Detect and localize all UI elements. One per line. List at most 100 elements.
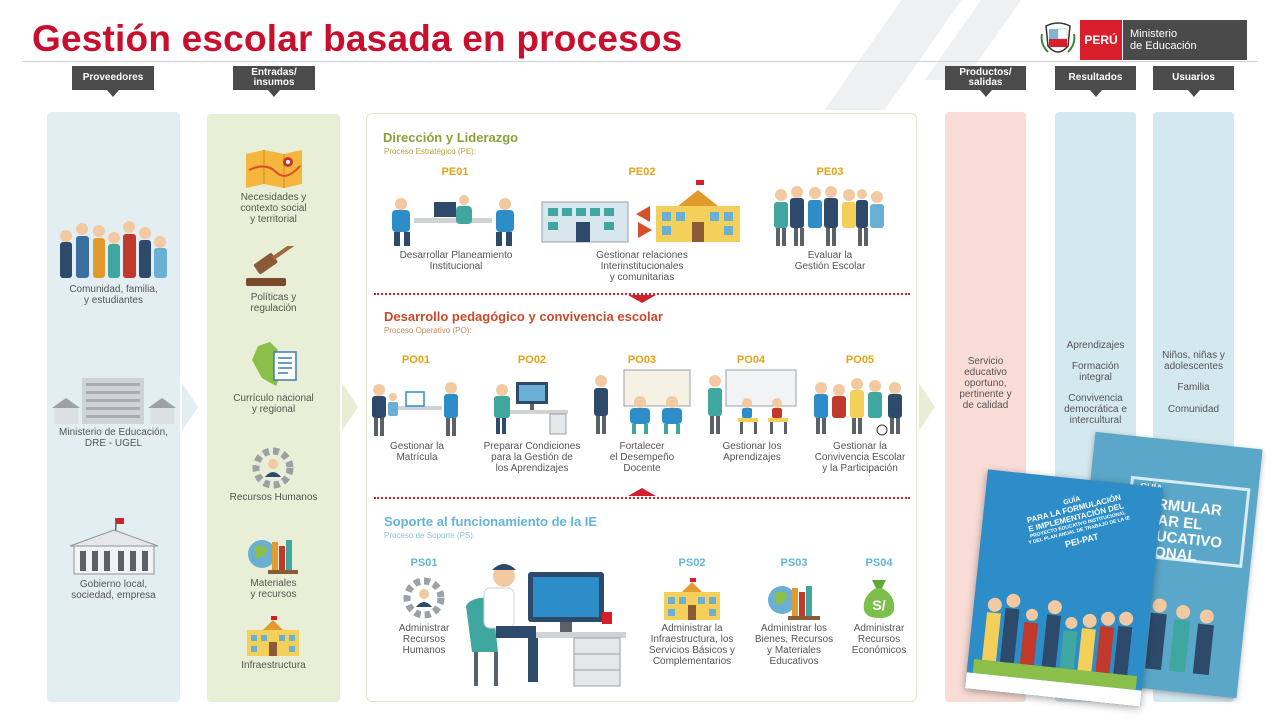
resultado-line: democrática e [1064,404,1127,415]
resultado-label: Aprendizajes [1066,340,1125,351]
process-line: Complementarios [652,656,732,667]
header-entradas-line: Entradas/ [251,67,297,78]
institutions-exchange-icon [538,180,746,246]
process-line: y Materiales [767,645,821,656]
proveedor-line: DRE - UGEL [84,438,143,449]
process-code: PS02 [678,557,706,569]
process-label: Gestionar relaciones Interinstitucionale… [565,250,719,283]
entradas-column [207,114,340,702]
process-line: Docente [623,463,661,474]
process-line: el Desempeño [609,452,675,463]
process-line: Gestionar la [390,441,444,452]
computer-desk-icon [490,374,574,436]
usuario-label: Comunidad [1167,404,1220,415]
proveedor-label: Gobierno local, sociedad, empresa [50,579,177,601]
process-line: los Aprendizajes [495,463,569,474]
school-building-icon [662,578,722,620]
process-code: PO03 [627,354,657,366]
registration-desk-icon [366,372,466,436]
proveedor-line: sociedad, empresa [71,590,156,601]
proveedor-line: Comunidad, familia, [69,284,158,295]
process-label: Administrar Recursos Humanos [384,623,464,656]
producto-line: oportuno, [964,378,1007,389]
students-playing-icon [810,372,910,436]
guia-brochure-front: GUÍA PARA LA FORMULACIÓN E IMPLEMENTACIÓ… [964,469,1164,707]
process-label: Administrar la Infraestructura, los Serv… [638,623,746,667]
entrada-label: Recursos Humanos [229,492,318,503]
process-line: Recursos [402,634,446,645]
money-bag-icon: S/ [860,576,898,620]
section-subtitle-estrategico: Proceso Estratégico (PE): [384,147,477,156]
resultado-line: integral [1079,372,1112,383]
entrada-line: Necesidades y [240,192,307,203]
process-line: para la Gestión de [491,452,573,463]
entrada-label: Infraestructura [241,660,306,671]
process-line: y comunitarias [609,272,675,283]
resultado-label: Convivencia democrática e intercultural [1056,393,1135,426]
process-line: Bienes, Recursos [754,634,834,645]
process-line: Servicios Básicos y [648,645,736,656]
proveedor-line: y estudiantes [84,295,143,306]
process-line: Administrar los [760,623,828,634]
process-code: PO05 [845,354,875,366]
flow-chevron [342,383,358,431]
process-line: Gestionar la [833,441,887,452]
process-line: Matrícula [396,452,438,463]
process-code: PO02 [517,354,547,366]
section-subtitle-soporte: Proceso de Soporte (PS): [384,531,476,540]
process-code: PE03 [816,166,844,178]
process-line: Fortalecer [619,441,665,452]
producto-line: de calidad [962,400,1009,411]
entrada-label: Necesidades y contexto social y territor… [210,192,337,225]
teachers-group-icon [770,182,888,246]
process-line: Convivencia Escolar [814,452,906,463]
section-subtitle-operativo: Proceso Operativo (PO): [384,326,472,335]
header-entradas-line: insumos [253,77,295,88]
process-line: Educativos [769,656,819,667]
government-building-icon [66,518,162,576]
proveedor-line: Ministerio de Educación, [59,427,168,438]
office-worker-computer-icon [462,556,628,688]
process-label: Preparar Condiciones para la Gestión de … [470,441,594,474]
process-line: Aprendizajes [723,452,781,463]
section-divider [374,497,910,499]
section-title-operativo: Desarrollo pedagógico y convivencia esco… [384,309,663,324]
process-line: Económicos [851,645,907,656]
header-proveedores: Proveedores [72,66,154,97]
process-line: Administrar la [661,623,723,634]
process-code: PS01 [410,557,438,569]
brochure-title-block: GUÍA PARA LA FORMULACIÓN E IMPLEMENTACIÓ… [1009,482,1145,561]
process-line: Preparar Condiciones [483,441,581,452]
section-divider [374,293,910,295]
entrada-line: contexto social [240,203,307,214]
entrada-line: y territorial [250,214,297,225]
entrada-line: regulación [250,303,297,314]
community-people-icon [56,214,172,280]
flow-chevron [182,383,198,431]
entrada-line: Políticas y [250,292,297,303]
peru-map-document-icon [248,342,300,388]
producto-line: educativo [964,367,1007,378]
proveedor-line: Gobierno local, [79,579,148,590]
gear-person-icon [401,577,447,619]
process-code: PS04 [865,557,893,569]
school-building-icon [245,616,301,656]
meeting-people-icon [384,188,522,246]
process-line: Evaluar la [807,250,853,261]
header-divider [22,61,1258,62]
process-label: Gestionar la Matrícula [372,441,462,463]
header-productos: Productos/ salidas [945,66,1026,97]
process-code: PO04 [736,354,766,366]
resultado-label: Formación integral [1056,361,1135,383]
process-label: Administrar los Bienes, Recursos y Mater… [750,623,838,667]
globe-books-icon [246,532,300,574]
process-label: Gestionar los Aprendizajes [704,441,800,463]
header-productos-line: Productos/ [959,67,1012,78]
entrada-label: Currículo nacional y regional [210,393,337,415]
entrada-line: Materiales [250,578,297,589]
proveedor-label: Comunidad, familia, y estudiantes [50,284,177,306]
header-usuarios: Usuarios [1153,66,1234,97]
ministerio-line: de Educación [1130,40,1197,52]
process-line: Interinstitucionales [600,261,684,272]
process-label: Gestionar la Convivencia Escolar y la Pa… [805,441,915,474]
